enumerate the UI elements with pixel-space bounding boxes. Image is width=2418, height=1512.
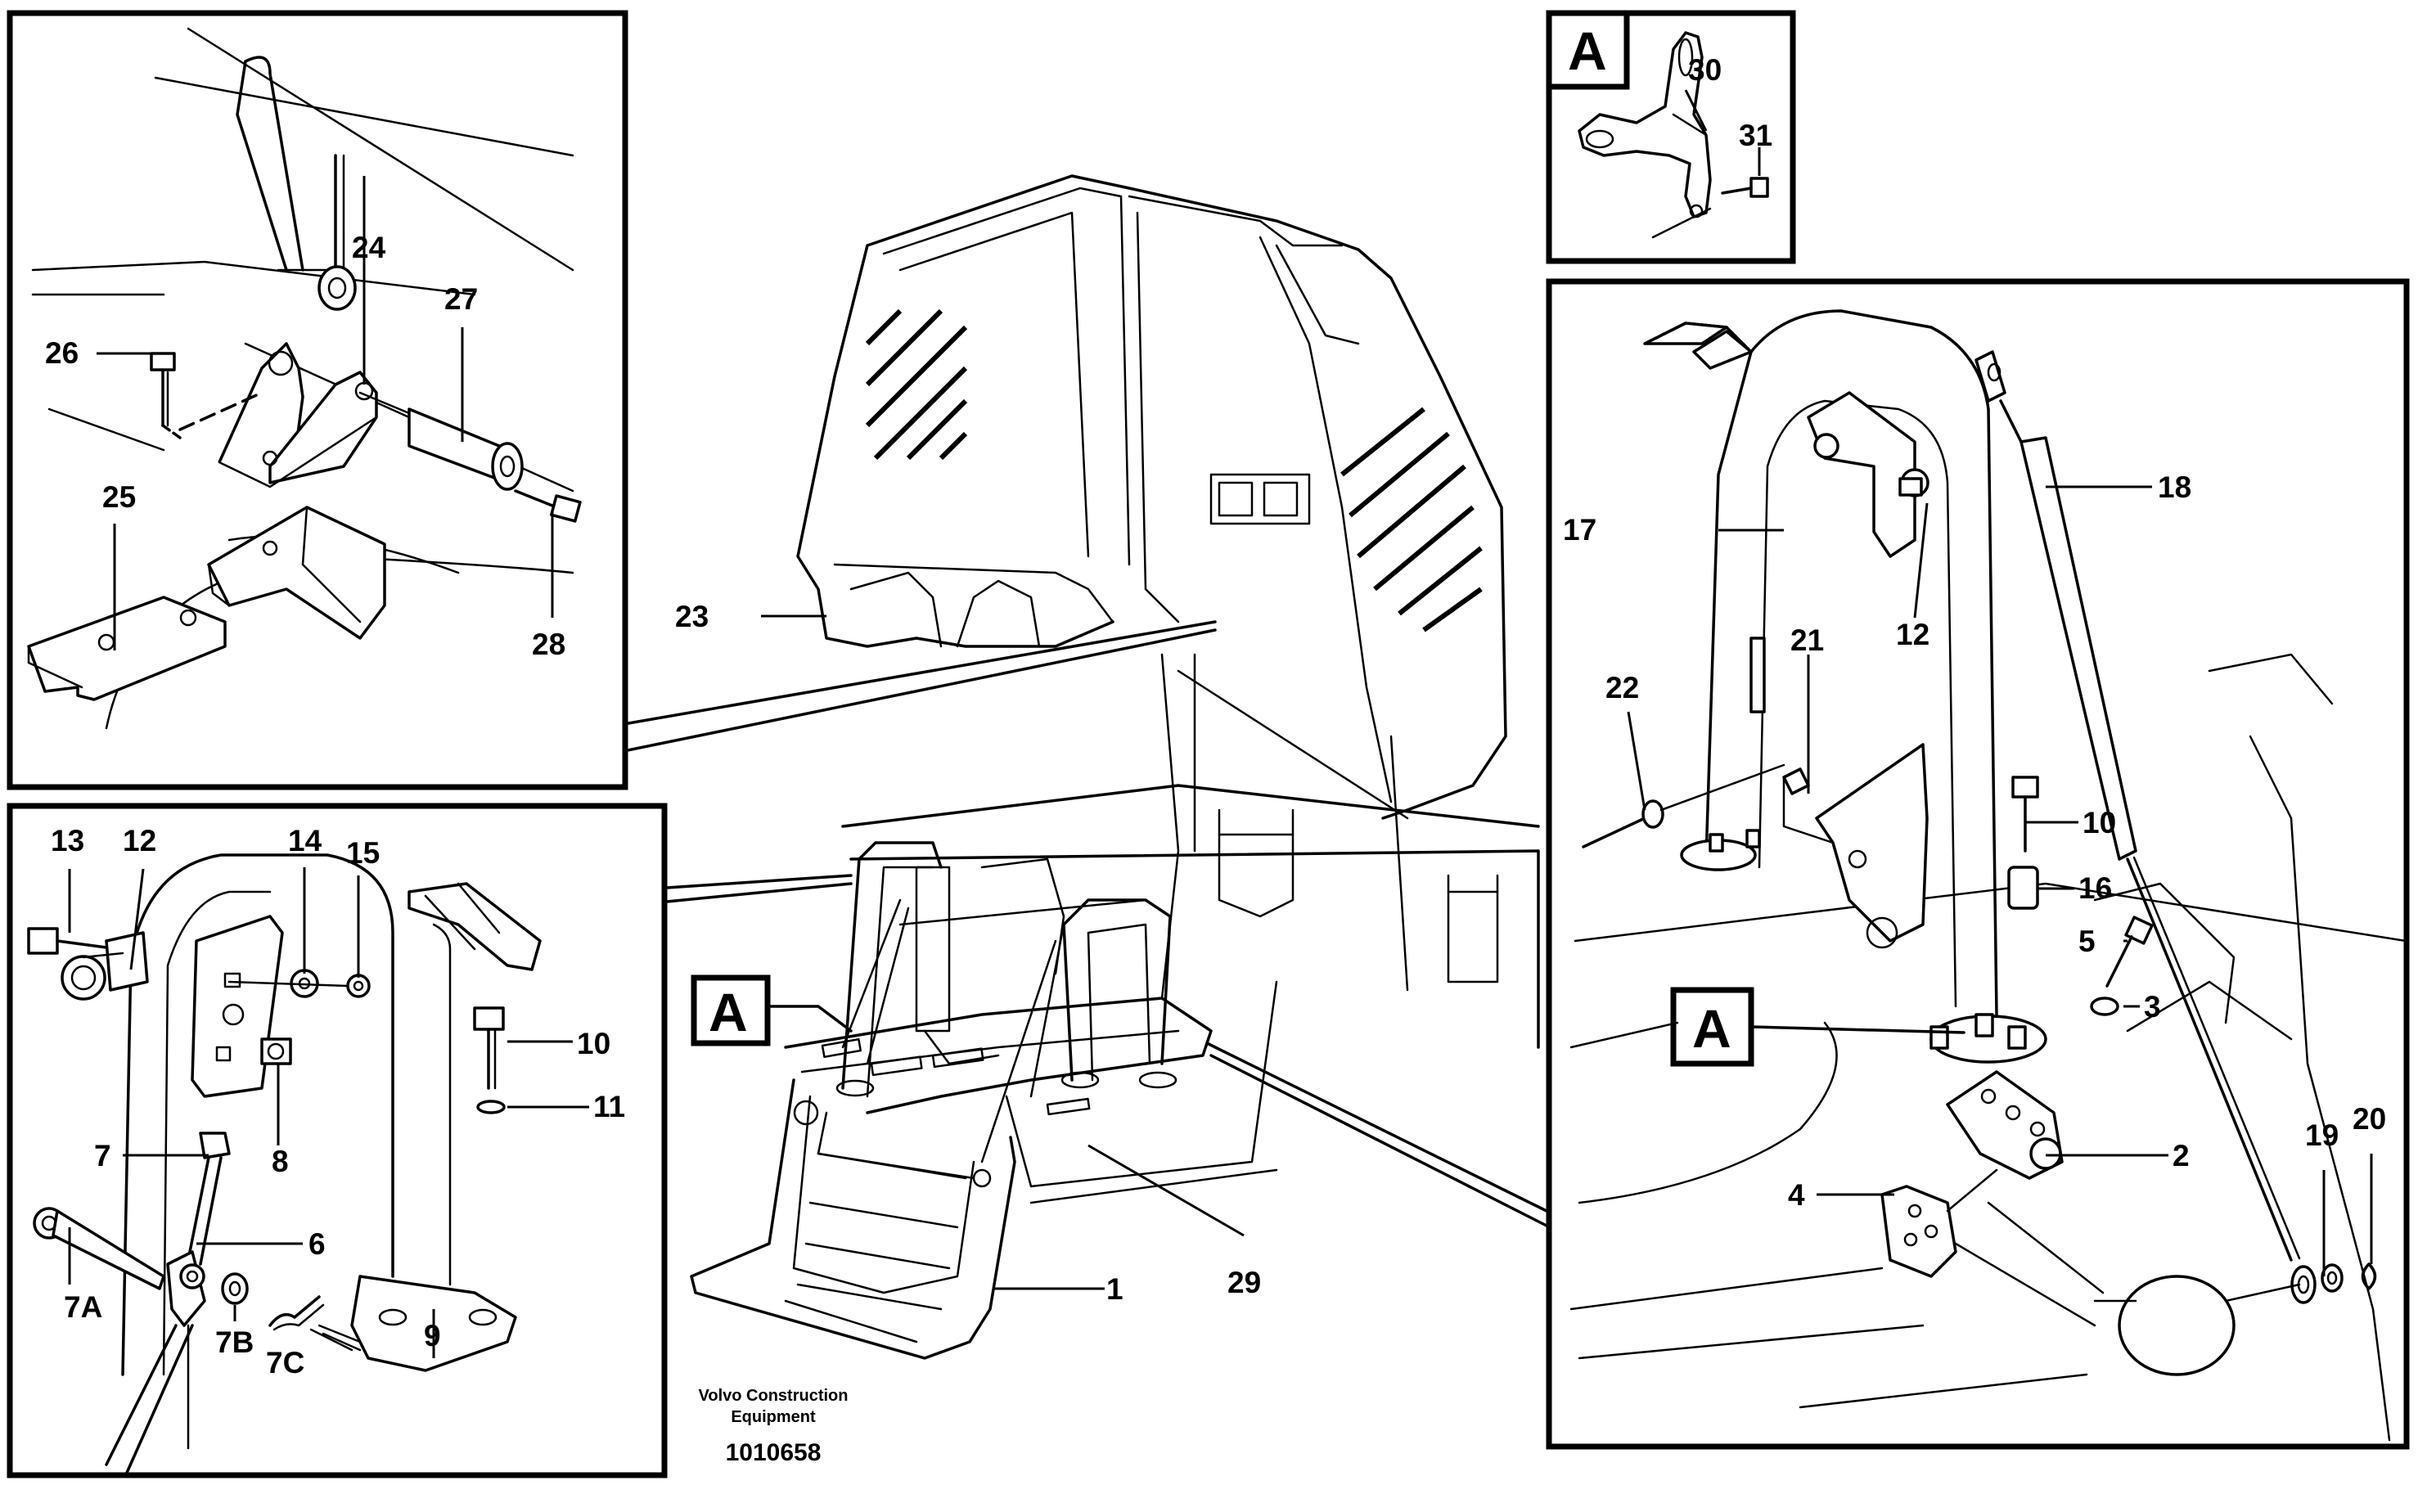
drawing-footer: Volvo Construction Equipment 1010658	[699, 1387, 849, 1466]
callout-31: 31	[1739, 119, 1772, 152]
callout-7b: 7B	[215, 1325, 254, 1359]
callout-12-right: 12	[1896, 618, 1929, 651]
inset-top-left	[7, 10, 628, 790]
callout-14: 14	[288, 824, 322, 857]
view-a-box-large	[1670, 987, 1754, 1067]
callout-15: 15	[346, 836, 380, 870]
callout-10-left: 10	[577, 1027, 610, 1060]
callout-1: 1	[1106, 1272, 1123, 1306]
callout-7a: 7A	[64, 1290, 102, 1324]
callout-16: 16	[2078, 871, 2112, 905]
main-cab-view	[690, 174, 1540, 1360]
callout-7c: 7C	[266, 1346, 304, 1379]
view-a-label-center: A	[709, 982, 748, 1042]
callout-20: 20	[2353, 1102, 2386, 1136]
callout-17: 17	[1563, 513, 1596, 547]
callout-2: 2	[2173, 1139, 2190, 1172]
leader-lines	[68, 89, 2373, 1358]
view-a-label-right: A	[1692, 998, 1731, 1059]
callout-6: 6	[308, 1227, 326, 1261]
callout-4: 4	[1788, 1178, 1805, 1212]
callout-24: 24	[352, 231, 386, 264]
view-a-box-center	[691, 974, 771, 1046]
inset-connector-lines	[622, 620, 1548, 1227]
callout-26: 26	[45, 336, 79, 370]
callout-28: 28	[532, 628, 565, 661]
callout-7: 7	[94, 1139, 111, 1172]
cab-right-panel-hatching	[1340, 407, 1483, 632]
callout-27: 27	[444, 282, 478, 316]
inset-right	[1546, 278, 2410, 1450]
callout-19: 19	[2305, 1118, 2339, 1152]
callout-23: 23	[675, 600, 709, 633]
callout-5: 5	[2078, 925, 2096, 958]
callout-9: 9	[424, 1319, 441, 1352]
view-a-box-small	[1546, 10, 1630, 90]
callout-3: 3	[2144, 990, 2161, 1024]
drawing-number: 1010658	[726, 1439, 822, 1466]
callout-8: 8	[272, 1145, 289, 1178]
callout-11: 11	[593, 1090, 625, 1123]
callout-13: 13	[51, 824, 84, 857]
callout-21: 21	[1790, 623, 1824, 657]
view-a-label-top-right: A	[1568, 20, 1607, 81]
callout-18: 18	[2158, 470, 2191, 504]
company-name-line2: Equipment	[731, 1408, 816, 1426]
company-name-line1: Volvo Construction	[699, 1387, 849, 1405]
callout-30: 30	[1688, 53, 1722, 87]
callout-29: 29	[1227, 1266, 1261, 1299]
callout-22: 22	[1605, 671, 1639, 704]
callout-10-right: 10	[2083, 806, 2116, 839]
callout-25: 25	[102, 480, 136, 514]
callout-12-left: 12	[123, 824, 156, 857]
view-a-labels: A A A	[691, 20, 1731, 1059]
cab-left-window-hatching	[865, 308, 968, 461]
inset-top-right	[1546, 10, 1796, 264]
callout-labels: 1 2 3 4 5 6 7 7A 7B 7C 8 9 10 10 11 12 1…	[45, 53, 2386, 1379]
